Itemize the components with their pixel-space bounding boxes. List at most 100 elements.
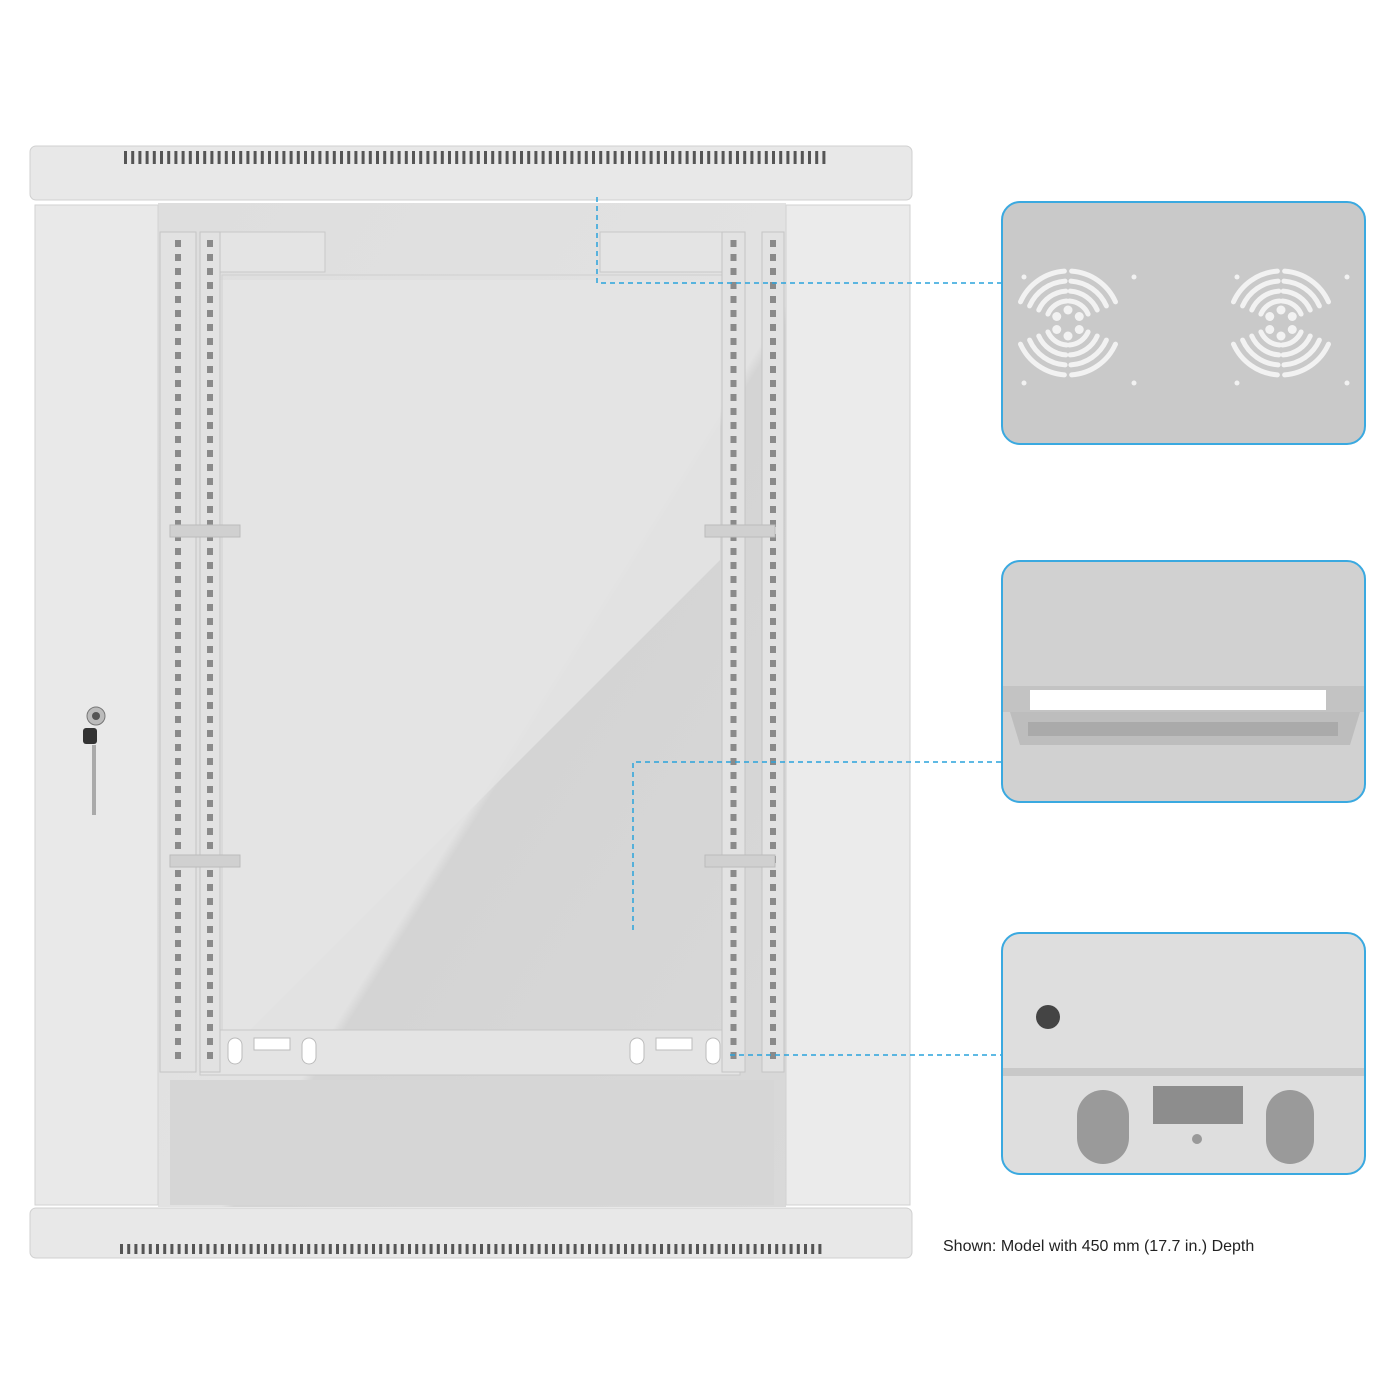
rail-hole bbox=[730, 814, 737, 821]
vent-slot bbox=[242, 1244, 246, 1254]
rail-hole bbox=[730, 646, 737, 653]
rail-hole bbox=[175, 604, 181, 611]
vent-slot bbox=[588, 1244, 591, 1254]
rail-hole bbox=[770, 296, 776, 303]
vent-slot bbox=[577, 151, 581, 164]
rail-hole bbox=[175, 618, 181, 625]
vent-slot bbox=[152, 151, 156, 164]
rail-hole bbox=[175, 1052, 181, 1059]
rail-hole bbox=[730, 506, 737, 513]
lock-icon[interactable] bbox=[86, 706, 106, 726]
rail-hole bbox=[730, 604, 737, 611]
rail-hole bbox=[730, 380, 737, 387]
vent-slot bbox=[268, 151, 271, 164]
vent-slot bbox=[757, 151, 761, 164]
vent-slot bbox=[141, 1244, 145, 1254]
vent-slot bbox=[400, 1244, 404, 1254]
rail-hole bbox=[175, 268, 181, 275]
rail-hole bbox=[730, 464, 737, 471]
rail-hole bbox=[770, 772, 776, 779]
rail-hole bbox=[770, 688, 776, 695]
vent-slot bbox=[552, 1244, 555, 1254]
vent-slot bbox=[815, 151, 819, 164]
rail-hole bbox=[730, 870, 737, 877]
vent-slot bbox=[768, 1244, 771, 1254]
vent-slot bbox=[469, 151, 473, 164]
rail-hole bbox=[207, 562, 213, 569]
vent-slot bbox=[163, 1244, 167, 1254]
rail-hole bbox=[175, 870, 181, 877]
rail-hole bbox=[770, 618, 776, 625]
key-icon bbox=[83, 728, 97, 815]
rail-hole bbox=[207, 422, 213, 429]
rail-hole bbox=[770, 884, 776, 891]
vent-slot bbox=[376, 151, 379, 164]
vent-slot bbox=[527, 151, 531, 164]
rail-hole bbox=[207, 604, 213, 611]
rail-hole bbox=[175, 730, 181, 737]
rail-hole bbox=[770, 478, 776, 485]
rail-hole bbox=[770, 716, 776, 723]
callout-cable-bracket bbox=[1001, 560, 1366, 803]
rail-hole bbox=[175, 954, 181, 961]
rail-hole bbox=[207, 324, 213, 331]
rail-hole bbox=[730, 240, 737, 247]
rail-hole bbox=[730, 296, 737, 303]
vent-slot bbox=[156, 1244, 159, 1254]
rail-hole bbox=[207, 1010, 213, 1017]
rail-hole bbox=[207, 450, 213, 457]
vent-slot bbox=[347, 151, 351, 164]
vent-slot bbox=[451, 1244, 455, 1254]
vent-slot bbox=[822, 151, 826, 164]
vent-slot bbox=[325, 151, 329, 164]
rail-hole bbox=[770, 408, 776, 415]
rail-hole bbox=[730, 688, 737, 695]
vent-slot bbox=[196, 151, 199, 164]
rail-hole bbox=[175, 450, 181, 457]
rail-hole bbox=[207, 436, 213, 443]
rail-hole bbox=[730, 520, 737, 527]
vent-slot bbox=[541, 151, 545, 164]
rail-hole bbox=[175, 408, 181, 415]
vent-slot bbox=[203, 151, 207, 164]
vent-slot bbox=[728, 151, 732, 164]
rail-hole bbox=[730, 716, 737, 723]
rail-hole bbox=[770, 1024, 776, 1031]
vent-slot bbox=[199, 1244, 203, 1254]
vent-slot bbox=[289, 151, 293, 164]
vent-slot bbox=[364, 1244, 368, 1254]
rail-hole bbox=[770, 996, 776, 1003]
vent-slot bbox=[602, 1244, 606, 1254]
rail-hole bbox=[175, 912, 181, 919]
vent-slot bbox=[512, 151, 516, 164]
rail-hole bbox=[207, 254, 213, 261]
vent-slot bbox=[548, 151, 552, 164]
rail-hole bbox=[730, 884, 737, 891]
rail-hole bbox=[207, 730, 213, 737]
rail-hole bbox=[207, 744, 213, 751]
callout-lines bbox=[596, 197, 1001, 1056]
vent-slot bbox=[743, 151, 747, 164]
vent-slot bbox=[480, 1244, 483, 1254]
vent-slot bbox=[638, 1244, 642, 1254]
rail-hole bbox=[730, 478, 737, 485]
rail-hole bbox=[175, 562, 181, 569]
rail-hole bbox=[770, 1052, 776, 1059]
rail-hole bbox=[175, 772, 181, 779]
rail-hole bbox=[175, 1010, 181, 1017]
rail-hole bbox=[730, 562, 737, 569]
rail-hole bbox=[175, 898, 181, 905]
rail-hole bbox=[770, 954, 776, 961]
rail-hole bbox=[730, 422, 737, 429]
rail-hole bbox=[770, 590, 776, 597]
shelf-bracket bbox=[169, 524, 241, 538]
vent-slot bbox=[616, 1244, 620, 1254]
vent-slot bbox=[350, 1244, 354, 1254]
vent-slot bbox=[566, 1244, 570, 1254]
rail-hole bbox=[175, 646, 181, 653]
rail-hole bbox=[175, 982, 181, 989]
rail-hole bbox=[175, 282, 181, 289]
vent-slot bbox=[436, 1244, 440, 1254]
vent-slot bbox=[429, 1244, 433, 1254]
